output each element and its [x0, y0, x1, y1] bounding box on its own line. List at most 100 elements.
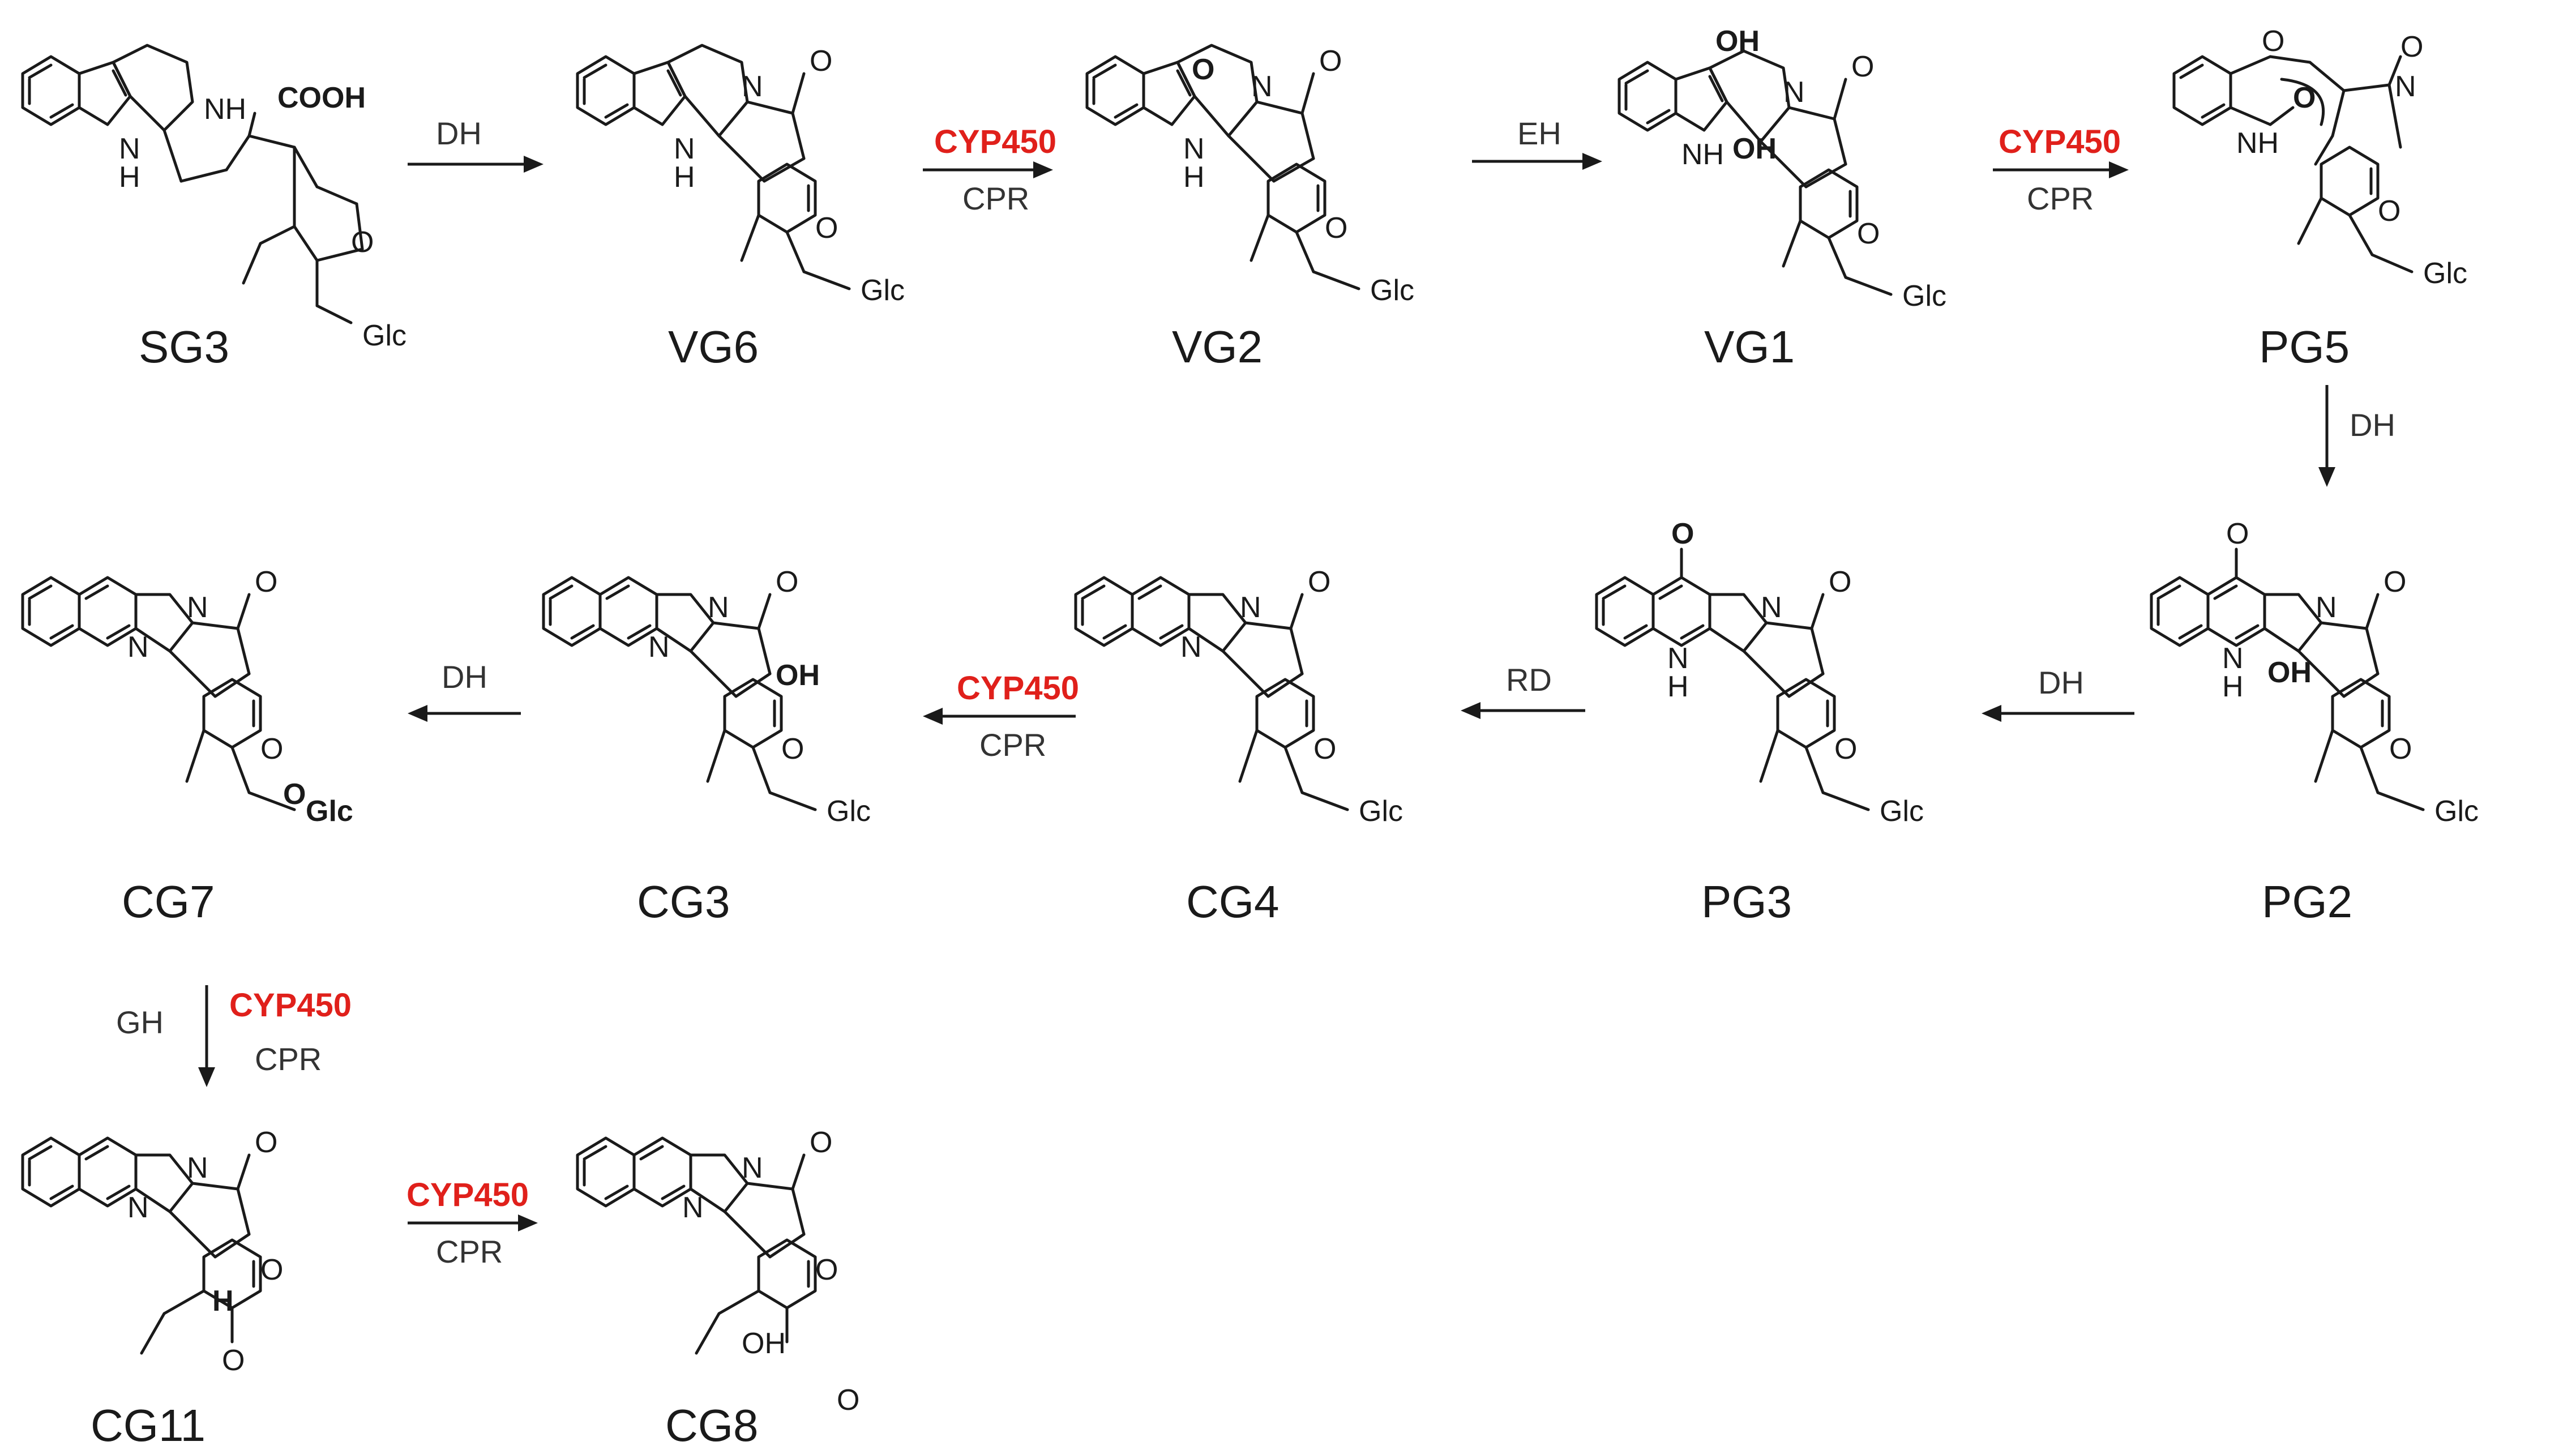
atom-n-ring: N — [742, 70, 763, 103]
atom-o: O — [1325, 212, 1347, 245]
enzyme-label-cyp450: CYP450 — [1999, 123, 2121, 160]
compound-label-cg11: CG11 — [91, 1400, 206, 1450]
enzyme-label-cyp450: CYP450 — [934, 123, 1056, 160]
atom-o-lactone: O — [837, 1384, 859, 1417]
compound-label-cg7: CG7 — [122, 876, 215, 927]
atom-o-carbonyl: O — [1319, 45, 1342, 78]
reaction-arrow-vg2-vg1: EH — [1472, 116, 1602, 170]
enzyme-label-cpr: CPR — [962, 181, 1029, 216]
compound-label-cg8: CG8 — [665, 1400, 759, 1450]
atom-o: O — [260, 733, 283, 765]
reaction-arrow-vg1-pg5: CYP450 CPR — [1993, 123, 2129, 216]
atom-o: O — [815, 212, 838, 245]
compound-label-vg1: VG1 — [1704, 322, 1795, 372]
reaction-arrow-vg6-vg2: CYP450 CPR — [923, 123, 1056, 216]
compound-label-pg2: PG2 — [2262, 876, 2352, 927]
compound-cg7: N N O O O Glc — [23, 566, 353, 828]
enzyme-label-gh: GH — [116, 1004, 164, 1040]
enzyme-label: DH — [442, 659, 487, 695]
atom-glc: Glc — [362, 319, 406, 352]
atom-o-glc: O — [283, 778, 306, 811]
atom-o: O — [1857, 217, 1880, 250]
compound-label-pg3: PG3 — [1701, 876, 1792, 927]
atom-oh: OH — [2267, 656, 2312, 689]
enzyme-label: DH — [2350, 407, 2395, 443]
atom-glc: Glc — [1902, 280, 1946, 313]
atom-o-carbonyl: O — [255, 1126, 277, 1159]
atom-n: N — [674, 132, 695, 165]
atom-n: N — [1183, 132, 1205, 165]
atom-oh: OH — [776, 659, 820, 692]
atom-o: O — [781, 733, 804, 765]
atom-o: O — [351, 226, 374, 259]
atom-h: H — [119, 161, 140, 194]
atom-glc: Glc — [2434, 795, 2479, 828]
enzyme-label: RD — [1506, 662, 1552, 698]
atom-oh: OH — [742, 1327, 786, 1360]
enzyme-label-cpr: CPR — [979, 727, 1046, 763]
atom-o-carbonyl: O — [1851, 50, 1874, 83]
atom-glc: Glc — [827, 795, 871, 828]
atom-n-ring: N — [1240, 591, 1261, 624]
atom-o: O — [2389, 733, 2412, 765]
compound-vg1: OH OH NH N O O Glc — [1619, 25, 1946, 313]
atom-n-ring: N — [2395, 70, 2416, 103]
atom-glc: Glc — [306, 795, 353, 828]
compound-cg4: N N O O Glc — [1076, 566, 1403, 828]
atom-o-lactone: O — [222, 1344, 245, 1377]
enzyme-label: DH — [436, 116, 482, 151]
enzyme-label-cpr: CPR — [2027, 181, 2094, 216]
enzyme-label-cyp450: CYP450 — [957, 670, 1079, 707]
reaction-arrow-pg3-cg4: RD — [1461, 662, 1585, 719]
atom-h: H — [2222, 670, 2244, 703]
atom-glc: Glc — [2423, 257, 2467, 290]
reaction-arrow-cg4-cg3: CYP450 CPR — [923, 670, 1079, 763]
atom-o-carbonyl: O — [776, 566, 798, 598]
compound-vg2: O N H N O O Glc — [1087, 44, 1414, 307]
atom-n: N — [119, 132, 140, 165]
atom-glc: Glc — [1359, 795, 1403, 828]
compound-cg3: N N O OH O Glc — [544, 566, 871, 828]
atom-n-ring: N — [708, 591, 729, 624]
atom-n: N — [1180, 631, 1202, 664]
atom-glc: Glc — [1880, 795, 1924, 828]
compound-cg11: N N O O H O — [23, 1126, 283, 1377]
compound-cg8: N N O O OH O — [577, 1126, 859, 1417]
atom-oh-bottom: OH — [1732, 132, 1777, 165]
enzyme-label-cyp450: CYP450 — [229, 987, 352, 1024]
atom-n-ring: N — [2316, 591, 2337, 624]
atom-o: O — [2378, 195, 2400, 228]
atom-n-ring: N — [1761, 591, 1782, 624]
atom-nh: NH — [1681, 138, 1724, 171]
compound-label-cg3: CG3 — [637, 876, 730, 927]
reaction-arrow-pg5-pg2: DH — [2318, 385, 2395, 487]
compound-label-pg5: PG5 — [2259, 322, 2350, 372]
reaction-arrow-sg3-vg6: DH — [408, 116, 544, 173]
atom-o-ketone: O — [1671, 517, 1694, 550]
atom-n: N — [1667, 642, 1689, 675]
atom-o-carbonyl: O — [255, 566, 277, 598]
atom-n-ring: N — [1783, 76, 1805, 109]
compound-label-sg3: SG3 — [139, 322, 229, 372]
atom-o-carbonyl: O — [810, 45, 832, 78]
enzyme-label: DH — [2038, 665, 2084, 700]
atom-n: N — [127, 631, 149, 664]
enzyme-label-cyp450: CYP450 — [406, 1177, 529, 1213]
atom-cooh: COOH — [277, 82, 366, 114]
atom-n: N — [682, 1191, 704, 1224]
atom-h: H — [1183, 161, 1205, 194]
compound-pg3: O N H N O O Glc — [1597, 517, 1924, 828]
atom-glc: Glc — [861, 274, 905, 307]
compound-vg6: N H N O O Glc — [577, 44, 905, 307]
atom-o-carbonyl: O — [2384, 566, 2406, 598]
atom-o-ketone: O — [2226, 517, 2249, 550]
atom-h: H — [1667, 670, 1689, 703]
atom-o-carbonyl: O — [1308, 566, 1330, 598]
atom-o-ring: O — [260, 1254, 283, 1286]
compound-label-vg2: VG2 — [1172, 322, 1263, 372]
atom-o: O — [1834, 733, 1857, 765]
atom-o-carbonyl: O — [810, 1126, 832, 1159]
atom-nh: NH — [2236, 127, 2279, 160]
